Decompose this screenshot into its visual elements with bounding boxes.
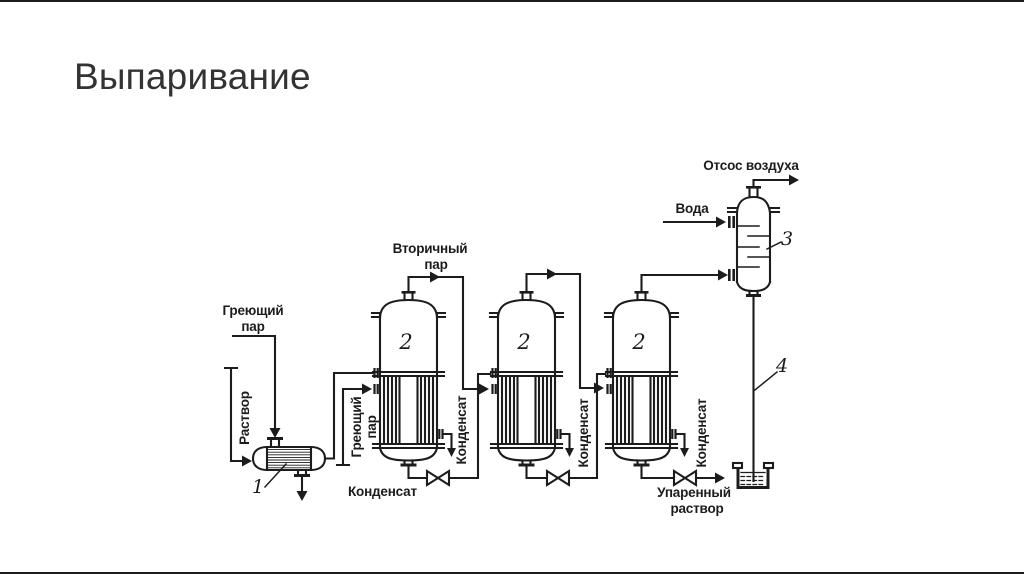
steam-to-evap1-line: [335, 387, 365, 467]
seal-tank: [731, 461, 775, 489]
arrow-vapor3-in: [718, 269, 728, 281]
valve-evap2-outlet: [545, 469, 571, 487]
label-evap1-steam-line1: Греющий: [349, 396, 364, 457]
arrow-product-out: [715, 472, 725, 484]
air-suction-line: [752, 178, 794, 188]
condenser-vessel: [726, 186, 781, 297]
diagram-linework: [223, 178, 794, 494]
label-concentrated-line1: Упаренный: [657, 485, 731, 500]
number-condenser: 3: [781, 228, 793, 250]
leader-3: [765, 240, 783, 251]
vapor-evap2-to-evap3: [525, 272, 598, 390]
evaporator-2-vessel: [488, 289, 576, 468]
label-secondary-steam-line2: пар: [424, 257, 447, 272]
label-evap1-condensate: Конденсат: [454, 395, 469, 464]
preheater-to-evap1-line: [323, 371, 376, 460]
slide-title: Выпаривание: [74, 56, 311, 97]
evaporator-1-vessel: [370, 289, 458, 468]
label-solution: Раствор: [237, 391, 252, 445]
diagram-labels: Греющий пар Раствор Конденсат Греющий па…: [222, 158, 799, 516]
heating-steam-line: [231, 334, 277, 433]
leader-1: [263, 462, 288, 489]
label-water: Вода: [675, 201, 709, 216]
label-evap3-condensate: Конденсат: [694, 398, 709, 467]
vapor-evap3-to-condenser: [640, 273, 722, 293]
arrow-water-in: [716, 216, 726, 228]
valve-evap1-outlet: [425, 469, 451, 487]
slide-top-edge: [0, 0, 1024, 2]
flow-arrows: [242, 174, 799, 501]
label-evap1-steam-line2: пар: [364, 415, 379, 438]
evaporator-3-vessel: [603, 289, 691, 468]
valve-product-outlet: [672, 469, 698, 487]
arrow-preheater-condensate: [296, 491, 308, 501]
vapor-evap1-to-evap2: [407, 275, 483, 391]
label-air-suction: Отсос воздуха: [703, 158, 799, 173]
arrow-vapor1-mid: [430, 271, 440, 283]
number-preheater: 1: [252, 476, 264, 498]
arrow-steam-evap1: [362, 383, 372, 395]
number-barometric-pipe: 4: [775, 355, 788, 377]
liquid-evap1-to-evap2: [407, 372, 492, 480]
leader-4: [753, 370, 779, 392]
label-evap2-condensate: Конденсат: [576, 398, 591, 467]
slide-bottom-edge: [0, 572, 1024, 574]
label-heating-steam-line1: Греющий: [222, 303, 283, 318]
label-concentrated-line2: раствор: [670, 501, 723, 516]
liquid-evap2-to-evap3: [525, 372, 607, 480]
arrow-vapor2-mid: [547, 268, 557, 280]
arrow-vapor2-in: [594, 382, 604, 394]
label-preheater-condensate: Конденсат: [348, 484, 417, 499]
liquid-evap3-to-product: [640, 464, 719, 480]
number-evaporator-2: 2: [516, 330, 530, 354]
label-secondary-steam-line1: Вторичный: [393, 241, 468, 256]
label-heating-steam-line2: пар: [241, 319, 264, 334]
arrow-air-out: [789, 174, 799, 186]
arrow-steam-down: [269, 428, 281, 438]
arrow-solution-in: [242, 455, 252, 467]
number-evaporator-3: 2: [631, 330, 645, 354]
solution-feed-line: [223, 366, 249, 463]
arrow-vapor1-in: [479, 383, 489, 395]
number-evaporator-1: 2: [398, 330, 412, 354]
preheater-vessel: [251, 437, 327, 477]
